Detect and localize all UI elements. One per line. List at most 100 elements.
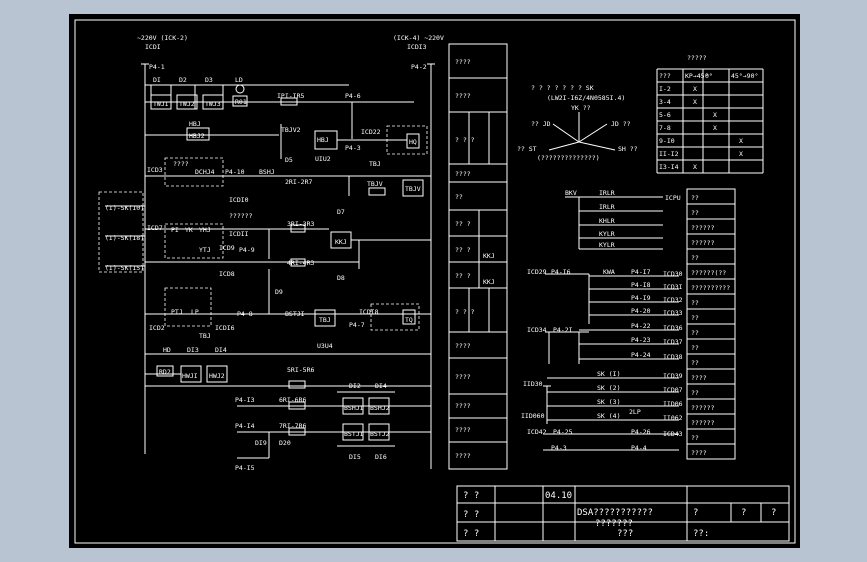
label-r2p7: 2RI-2R7 xyxy=(285,178,312,186)
right-table-cell-13: ?? xyxy=(691,389,699,397)
label-tq: TQ xyxy=(405,316,413,324)
title-cell-r5: ??: xyxy=(693,529,709,539)
column-cell-11: ???? xyxy=(455,402,471,410)
drawing-sheet: ~220V (ICK-2) ICDI (ICK-4) ~220V ICDI3 P… xyxy=(69,14,800,548)
label-r7r6: 7RI-7R6 xyxy=(279,422,306,430)
right-table-cell-10: ?? xyxy=(691,344,699,352)
label-hbj2: HBJ2 xyxy=(189,132,205,140)
label-icd10: ICDI0 xyxy=(229,196,249,204)
right-table-cell-0: ?? xyxy=(691,194,699,202)
switch-diagram: ? ? ? ? ? ? ? SK (LW2I-I6Z/4N0585I.4) YK… xyxy=(517,84,638,162)
contact-cell-4-0: 9-I0 xyxy=(659,137,675,145)
label-pi: PI xyxy=(171,226,179,234)
right-label-sk2: SK (2) xyxy=(597,384,620,392)
right-label-icd43: ICD43 xyxy=(663,430,683,438)
right-label-icd33: ICD33 xyxy=(663,309,683,317)
right-table-cell-16: ?? xyxy=(691,434,699,442)
label-ytj: YTJ xyxy=(199,246,211,254)
right-label-p419: P4-I9 xyxy=(631,294,651,302)
right-label-icd07: ICD07 xyxy=(663,386,683,394)
contact-header-3: 45°→90° xyxy=(731,72,758,80)
column-cell-6: ?? ? xyxy=(455,246,471,254)
label-p410: P4-10 xyxy=(225,168,245,176)
label-tbj3: TBJ xyxy=(199,332,211,340)
label-d12: DI2 xyxy=(349,382,361,390)
right-label-lp2: 2LP xyxy=(629,408,641,416)
label-bstj: BSTJI xyxy=(285,310,305,318)
right-label-icd39: ICD39 xyxy=(663,372,683,380)
label-p43: P4-3 xyxy=(345,144,361,152)
right-table-cell-8: ?? xyxy=(691,314,699,322)
label-p49: P4-9 xyxy=(239,246,255,254)
right-label-p417: P4-I7 xyxy=(631,268,651,276)
switch-jd-left: ?? JD xyxy=(531,120,551,128)
label-tbj2: TBJ xyxy=(319,316,331,324)
label-hwj1: HWJI xyxy=(182,372,198,380)
label-d3: D3 xyxy=(205,76,213,84)
label-dchj4: DCHJ4 xyxy=(195,168,215,176)
label-icd3: ICD3 xyxy=(147,166,163,174)
label-twj1: TWJI xyxy=(153,100,169,108)
drawing-code: 04.10 xyxy=(545,491,572,501)
right-label-p420: P4-20 xyxy=(631,307,651,315)
label-yhj: YHJ xyxy=(199,226,211,234)
switch-model: (LW2I-I6Z/4N0585I.4) xyxy=(547,94,625,102)
right-table-cell-6: ?????????? xyxy=(691,284,730,292)
right-label-p423: P4-23 xyxy=(631,336,651,344)
label-icd11: ICDII xyxy=(229,230,249,238)
right-table-cell-5: ??????(?? xyxy=(691,269,726,277)
label-d8: D8 xyxy=(337,274,345,282)
contact-cell-5-0: II-I2 xyxy=(659,150,679,158)
label-r6r6: 6RI-6R6 xyxy=(279,396,306,404)
right-table-cell-1: ?? xyxy=(691,209,699,217)
label-d2: D2 xyxy=(179,76,187,84)
label-hwj2: HWJ2 xyxy=(209,372,225,380)
description-column-labels: ????????? ? ????????? ??? ??? ?? ? ?????… xyxy=(455,58,495,460)
label-d19: DI9 xyxy=(255,439,267,447)
label-u1u2: UIU2 xyxy=(315,155,331,163)
description-column xyxy=(448,43,508,470)
label-kkj: KKJ xyxy=(335,238,347,246)
drawing-name-2: ??????? xyxy=(595,519,633,529)
switch-bottom: (??????????????) xyxy=(537,154,600,162)
switch-sh: SH ?? xyxy=(618,145,638,153)
right-label-r2: IRLR xyxy=(599,203,615,211)
switch-title: ? ? ? ? ? ? ? SK xyxy=(531,84,594,92)
label-r3r3: 3RI-3R3 xyxy=(287,220,314,228)
title-cell-r1: ? xyxy=(693,508,698,518)
column-cell-4: ?? xyxy=(455,193,463,201)
contact-table: ????? xyxy=(687,54,707,62)
label-hd: HD xyxy=(163,346,171,354)
left-schematic: ~220V (ICK-2) ICDI (ICK-4) ~220V ICDI3 P… xyxy=(98,34,444,469)
contact-cell-1-1: X xyxy=(693,98,697,106)
right-label-icd34: ICD34 xyxy=(527,326,547,334)
label-r1r5: IPI-IR5 xyxy=(277,92,304,100)
label-d7: D7 xyxy=(337,208,345,216)
title-cell-2: ? ? xyxy=(463,510,479,520)
supply-right-label: (ICK-4) ~220V xyxy=(393,34,444,42)
label-hbj3: HBJ xyxy=(317,136,329,144)
label-hq: HQ xyxy=(409,138,417,146)
title-block: ? ? ? ? ? ? 04.10 DSA??????????? ???????… xyxy=(456,485,790,542)
label-twj2: TWJ2 xyxy=(179,100,195,108)
label-p413: P4-I3 xyxy=(235,396,255,404)
label-twj3: TWJ3 xyxy=(205,100,221,108)
label-d9: D9 xyxy=(275,288,283,296)
right-label-p421: P4-2I xyxy=(553,326,573,334)
right-label-id06: IID06 xyxy=(663,400,683,408)
right-label-id62: II062 xyxy=(663,414,683,422)
contact-header-0: ??? xyxy=(659,72,671,80)
contact-cell-2-0: 5-6 xyxy=(659,111,671,119)
right-label-r1: IRLR xyxy=(599,189,615,197)
drawing-name: DSA??????????? xyxy=(577,508,653,518)
drawing-name-3: ??? xyxy=(617,529,633,539)
contact-header-1: KP→45° xyxy=(685,72,708,80)
column-cell-2: ? ? ? xyxy=(455,136,475,144)
label-lp: LP xyxy=(191,308,199,316)
right-label-icd29: ICD29 xyxy=(527,268,547,276)
supply-left-label: ~220V (ICK-2) xyxy=(137,34,188,42)
label-bstj2: BSTJ2 xyxy=(370,430,390,438)
contact-cell-1-0: 3-4 xyxy=(659,98,671,106)
right-label-p44: P4-4 xyxy=(631,444,647,452)
column-cell-10: ???? xyxy=(455,373,471,381)
